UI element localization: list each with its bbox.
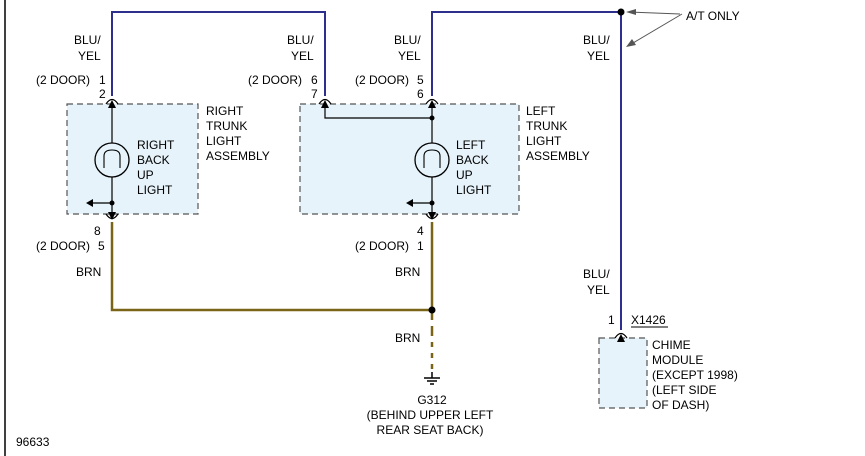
left-pin-b-2door: 5: [417, 73, 424, 87]
left-bottom-color: BRN: [395, 265, 420, 279]
right-bottom-door-note: (2 DOOR): [36, 239, 90, 253]
left-bulb-label-2: BACK: [456, 153, 489, 167]
figure-number: 96633: [16, 435, 50, 449]
right-top-color-2: YEL: [78, 49, 101, 63]
chime-color-2: YEL: [587, 283, 610, 297]
left-pin-a-2door: 6: [311, 73, 318, 87]
left-bottom-door-note: (2 DOOR): [355, 239, 409, 253]
splice-top: [617, 8, 625, 16]
left-bottom-pin-2door: 1: [417, 239, 424, 253]
ground-icon: [424, 372, 440, 385]
right-bulb-icon: [94, 142, 130, 178]
right-bulb-label-2: BACK: [137, 153, 170, 167]
left-mid-color-2: YEL: [291, 49, 314, 63]
right-assembly-label-4: ASSEMBLY: [206, 149, 270, 163]
chime-module: 1 X1426 CHIME MODULE (EXCEPT 1998) (LEFT…: [598, 313, 738, 412]
right-top-color-1: BLU/: [74, 33, 101, 47]
right-assembly-label-1: RIGHT: [206, 104, 244, 118]
right-assembly-box: [66, 103, 199, 215]
wire-brn: [110, 222, 434, 372]
left-pin-a: 7: [311, 87, 318, 101]
feed-color-2: YEL: [587, 49, 610, 63]
right-top-pin: 2: [99, 87, 106, 101]
chime-module-box: [598, 337, 648, 409]
left-assembly-label-3: LIGHT: [526, 134, 562, 148]
left-assembly-box: [299, 103, 520, 215]
left-bulb-icon: [414, 142, 450, 178]
ground-id: G312: [417, 393, 447, 407]
left-pin-b-door-note: (2 DOOR): [355, 73, 409, 87]
chime-label-1: CHIME: [652, 338, 691, 352]
feed-color-1: BLU/: [583, 33, 610, 47]
ground-wire-color: BRN: [395, 331, 420, 345]
chime-label-5: OF DASH): [652, 398, 709, 412]
chime-label-2: MODULE: [652, 353, 703, 367]
left-top-color-1: BLU/: [394, 33, 421, 47]
left-bottom-pin: 4: [417, 224, 424, 238]
right-assembly-label-3: LIGHT: [206, 134, 242, 148]
ground-location-1: (BEHIND UPPER LEFT: [367, 408, 494, 422]
left-trunk-light-assembly: LEFT BACK UP LIGHT LEFT TRUNK LIGHT ASSE…: [299, 98, 590, 220]
right-bottom-color: BRN: [76, 265, 101, 279]
left-assembly-label-4: ASSEMBLY: [526, 149, 590, 163]
left-pin-b: 6: [417, 87, 424, 101]
right-bottom-pin-2door: 5: [98, 239, 105, 253]
ground-location-2: REAR SEAT BACK): [377, 423, 484, 437]
chime-pin: 1: [608, 313, 615, 327]
chime-label-3: (EXCEPT 1998): [652, 368, 738, 382]
at-only-note: A/T ONLY: [626, 9, 740, 47]
left-bulb-label-1: LEFT: [456, 138, 486, 152]
chime-color-1: BLU/: [583, 267, 610, 281]
right-bulb-label-3: UP: [137, 168, 154, 182]
wire-blu-yel: [111, 11, 622, 330]
left-bulb-label-4: LIGHT: [456, 183, 492, 197]
right-top-door-note: (2 DOOR): [36, 73, 90, 87]
left-pin-a-door-note: (2 DOOR): [248, 73, 302, 87]
right-trunk-light-assembly: RIGHT BACK UP LIGHT RIGHT TRUNK LIGHT AS…: [66, 98, 270, 220]
left-bulb-label-3: UP: [456, 168, 473, 182]
splice-brn: [428, 306, 436, 314]
ground-g312: G312 (BEHIND UPPER LEFT REAR SEAT BACK): [367, 372, 494, 437]
left-top-color-2: YEL: [398, 49, 421, 63]
left-assembly-label-2: TRUNK: [526, 119, 567, 133]
right-assembly-label-2: TRUNK: [206, 119, 247, 133]
right-bottom-pin: 8: [94, 224, 101, 238]
right-bulb-label-1: RIGHT: [137, 138, 175, 152]
right-top-pin-2door: 1: [99, 73, 106, 87]
at-only-label: A/T ONLY: [686, 9, 740, 23]
chime-connector-id: X1426: [631, 313, 666, 327]
left-assembly-label-1: LEFT: [526, 104, 556, 118]
chime-label-4: (LEFT SIDE: [652, 383, 716, 397]
left-mid-color-1: BLU/: [287, 33, 314, 47]
right-bulb-label-4: LIGHT: [137, 183, 173, 197]
